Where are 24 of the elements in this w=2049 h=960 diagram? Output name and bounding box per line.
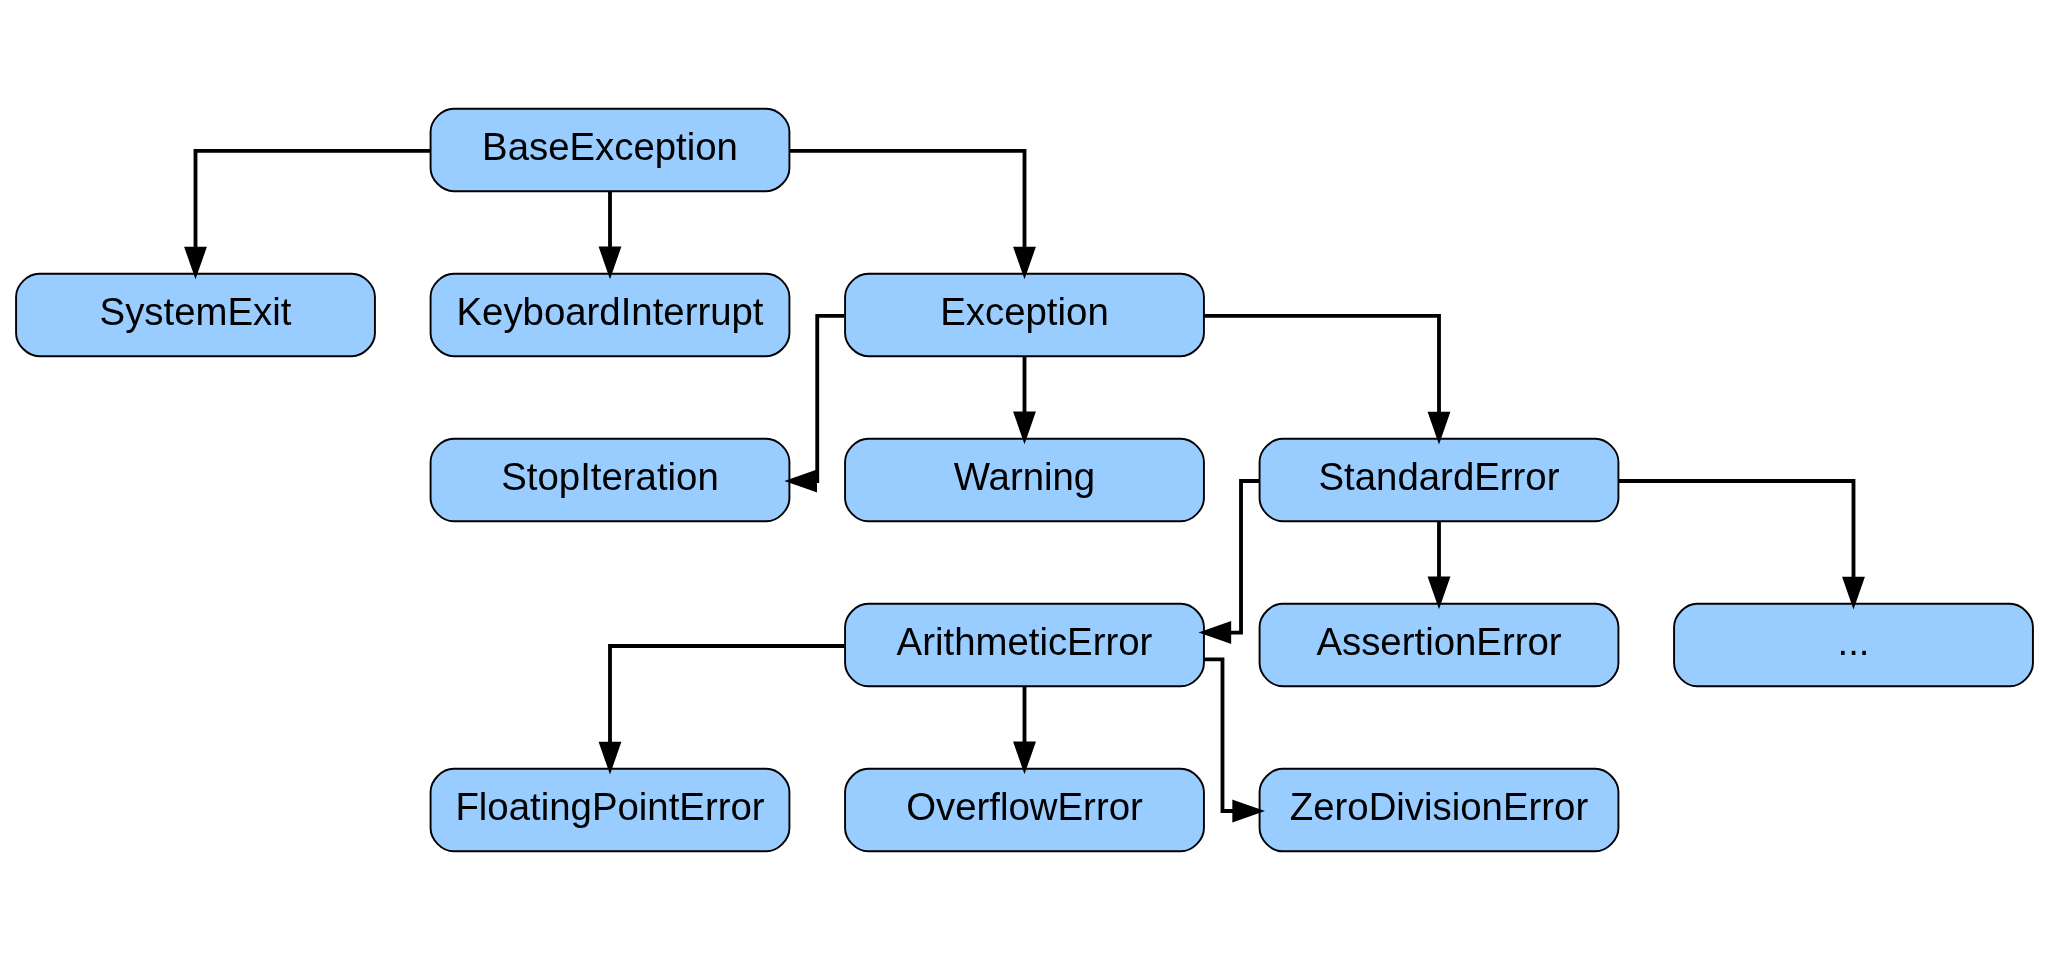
arrow [598,644,845,775]
arrow [1013,686,1036,775]
arrow [1013,356,1036,445]
arrow [184,148,430,280]
arrow [598,191,622,280]
arrow [1204,314,1451,445]
arrow [1204,657,1266,823]
node-box: KeyboardInterrupt [429,272,791,358]
arrow [1198,479,1260,644]
node-box: ArithmeticError [844,602,1205,688]
node-box: SystemExit [15,272,376,358]
node-box: ... [1673,602,2034,688]
node-box: ZeroDivisionError [1258,767,1620,853]
arrow [790,148,1036,280]
node-box: OverflowError [844,767,1205,853]
node-box: AssertionError [1258,602,1620,688]
node-box: Exception [844,272,1205,358]
node-box: Warning [844,437,1205,523]
node-box: FloatingPointError [429,767,791,853]
node-box: StopIteration [429,437,791,523]
arrow [1619,479,1865,610]
arrow [1427,521,1451,610]
node-box: StandardError [1258,437,1620,523]
node-box: BaseException [429,107,791,193]
